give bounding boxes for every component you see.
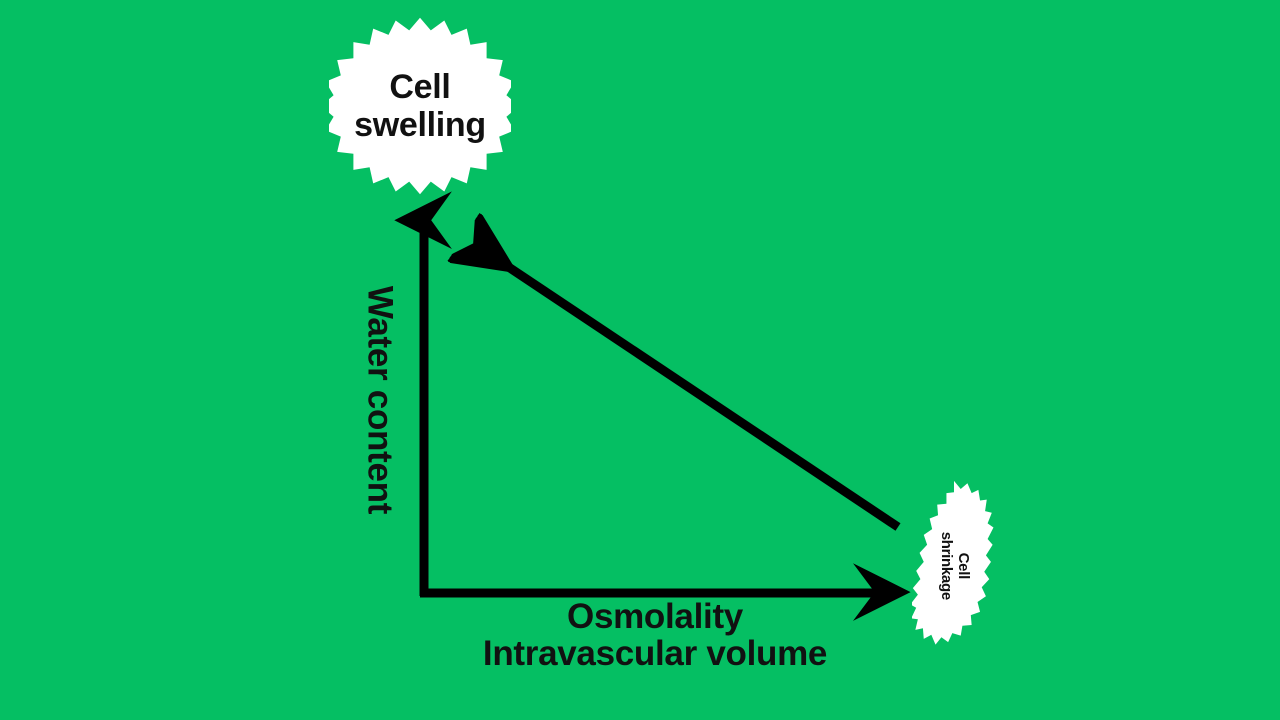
badge-cell-shrinkage-line2: shrinkage (937, 531, 955, 601)
x-axis-label-line2: Intravascular volume (482, 634, 828, 674)
badge-cell-shrinkage-line1: Cell (954, 552, 972, 580)
trend-arrow-line (489, 254, 901, 531)
x-axis-label: Osmolality Intravascular volume (0, 598, 1280, 672)
badge-cell-swelling-line2: swelling (354, 106, 486, 144)
badge-cell-swelling-text: Cell swelling (345, 68, 495, 144)
badge-cell-swelling[interactable]: Cell swelling (329, 16, 511, 196)
badge-cell-shrinkage[interactable]: Cell shrinkage (912, 480, 996, 652)
starburst-ellipse-icon (912, 480, 994, 645)
x-axis-label-line1: Osmolality (567, 597, 743, 636)
badge-cell-swelling-line1: Cell (389, 67, 451, 106)
y-axis-label: Water content (360, 285, 400, 515)
badge-cell-shrinkage-text: Cell shrinkage (937, 531, 972, 601)
starburst-icon (329, 17, 511, 195)
